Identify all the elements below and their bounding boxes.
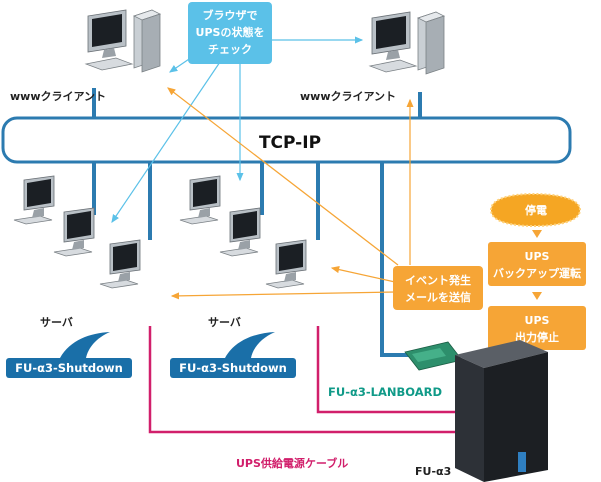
event-mail-note: イベント発生 メールを送信: [393, 266, 483, 310]
server-label: サーバ: [208, 316, 241, 329]
client-label: wwwクライアント: [300, 90, 396, 103]
server-right: サーバ: [179, 175, 307, 329]
event-note-line: メールを送信: [405, 290, 471, 304]
lanboard-label: FU-α3-LANBOARD: [328, 385, 442, 399]
lanboard-card: FU-α3-LANBOARD: [328, 341, 463, 399]
browser-check-note: ブラウザで UPSの状態を チェック: [188, 2, 272, 64]
power-flow: 停電 UPS バックアップ運転 UPS 出力停止: [488, 192, 586, 350]
shutdown-label: FU-α3-Shutdown: [179, 361, 287, 375]
network-label: TCP-IP: [259, 133, 321, 153]
shutdown-badge-left: FU-α3-Shutdown: [6, 332, 132, 378]
client-label: wwwクライアント: [10, 90, 106, 103]
battery-line: UPS: [525, 250, 550, 263]
ups-label: FU-α3: [415, 465, 451, 478]
shutdown-label: FU-α3-Shutdown: [15, 361, 123, 375]
www-client-right: wwwクライアント: [300, 11, 445, 103]
cable-label: UPS供給電源ケーブル: [236, 456, 348, 470]
event-note-line: イベント発生: [405, 273, 471, 287]
server-label: サーバ: [40, 316, 73, 329]
power-failure-label: 停電: [525, 203, 547, 217]
browser-note-line: UPSの状態を: [196, 25, 265, 39]
battery-line: バックアップ運転: [493, 266, 581, 280]
ups-unit: FU-α3: [415, 340, 548, 482]
power-failure-burst: [489, 192, 582, 228]
browser-note-line: ブラウザで: [203, 8, 258, 22]
www-client-left: wwwクライアント: [10, 9, 161, 103]
stop-line: UPS: [525, 314, 550, 327]
tcp-ip-network: TCP-IP: [1, 116, 572, 164]
shutdown-badge-right: FU-α3-Shutdown: [170, 332, 296, 378]
stop-line: 出力停止: [515, 330, 559, 344]
server-left: サーバ: [13, 175, 141, 329]
ups-power-cable: [148, 326, 455, 434]
browser-note-line: チェック: [208, 43, 252, 56]
event-mail-arrows: [167, 87, 414, 300]
